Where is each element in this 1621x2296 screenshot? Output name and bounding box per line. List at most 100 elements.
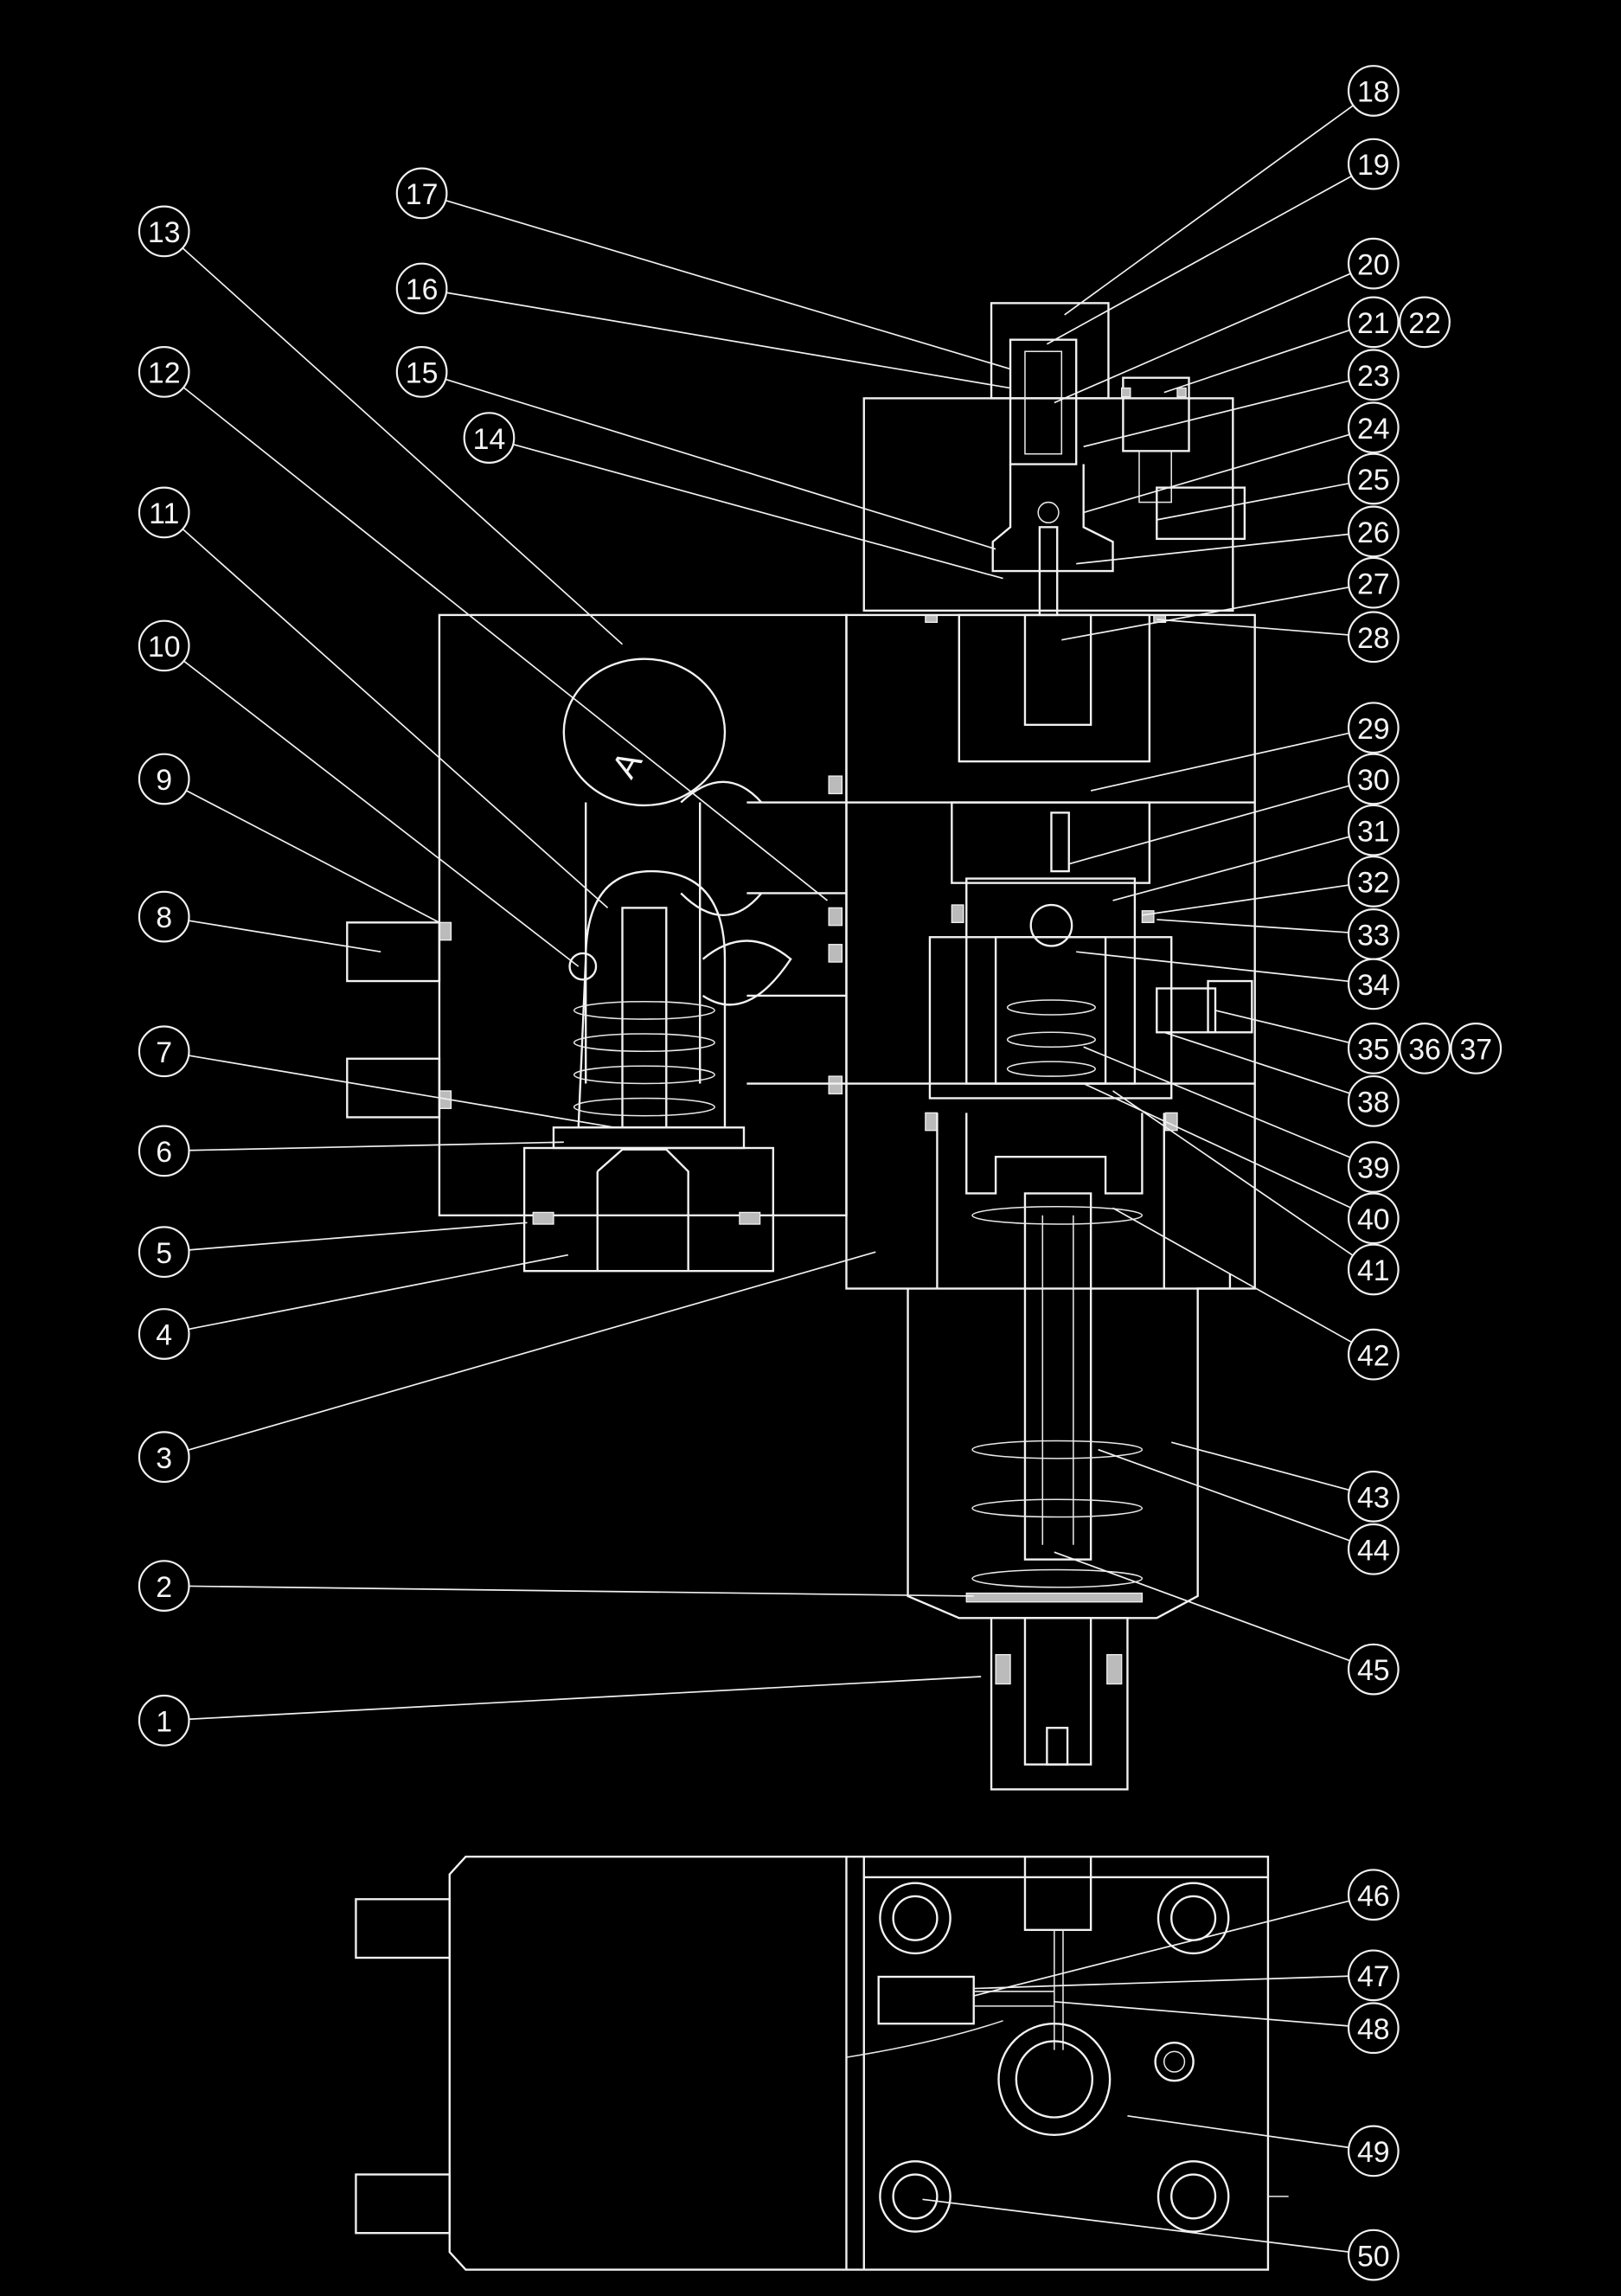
callout-bubble (395, 346, 448, 398)
stud-lower (346, 1057, 441, 1119)
leader-line (1214, 1010, 1350, 1043)
callout-bubble (1347, 2125, 1400, 2177)
callout-number: 27 (1357, 568, 1390, 600)
callout-1: 1 (138, 1676, 982, 1747)
callout-number: 36 (1408, 1034, 1441, 1067)
leader-line (922, 2198, 1349, 2253)
leader-line (1076, 533, 1349, 565)
callout-26: 26 (1076, 505, 1400, 565)
callout-number: 38 (1357, 1087, 1390, 1119)
callout-number: 49 (1357, 2136, 1390, 2169)
leader-line (1083, 380, 1350, 448)
callout-number: 21 (1357, 307, 1390, 340)
callout-33: 33 (1156, 908, 1400, 960)
callout-number: 1 (156, 1706, 172, 1739)
leader-line (1090, 732, 1349, 792)
callout-bubble (1347, 401, 1400, 454)
callout-number: 25 (1357, 464, 1390, 497)
callout-number: 41 (1357, 1254, 1390, 1287)
callout-bubble (1347, 702, 1400, 754)
callout-bubble (1347, 452, 1400, 505)
callout-38: 38 (1163, 1031, 1400, 1127)
callout-bubble (138, 753, 190, 805)
callout-bubble (138, 1226, 190, 1279)
callout-43: 43 (1171, 1441, 1400, 1523)
callout-bubble (1399, 296, 1451, 349)
leader-line (1156, 619, 1349, 636)
callout-32: 32 (1142, 856, 1400, 916)
leader-line (1156, 919, 1349, 933)
leader-line (1083, 1046, 1351, 1158)
callout-number: 5 (156, 1237, 172, 1270)
plan-bolt-holes (879, 1882, 1230, 2233)
leader-line (1054, 2000, 1349, 2027)
leader-line (1068, 785, 1350, 865)
callout-bubble (1347, 505, 1400, 558)
callout-9: 9 (138, 753, 440, 924)
poppet-spring (573, 1000, 715, 1117)
leader-line (188, 1254, 569, 1331)
callout-number: 35 (1357, 1034, 1390, 1067)
callout-bubble (1347, 958, 1400, 1010)
leader-line (1112, 1207, 1353, 1344)
callout-bubble (1347, 1949, 1400, 2002)
callout-bubble (1347, 556, 1400, 609)
callout-number: 30 (1357, 764, 1390, 797)
callout-11: 11 (138, 486, 609, 909)
callout-number: 42 (1357, 1339, 1390, 1372)
valve-assembly: A (346, 302, 1289, 2271)
callout-number: 44 (1357, 1534, 1390, 1567)
pilot-body (862, 397, 1234, 612)
callout-4: 4 (138, 1254, 569, 1360)
leader-line (188, 1251, 876, 1451)
leader-line (973, 1900, 1350, 1997)
callout-number: 15 (406, 357, 439, 390)
callout-bubble (1347, 237, 1400, 290)
callout-number: 4 (156, 1319, 172, 1352)
callout-number: 23 (1357, 360, 1390, 393)
callout-bubble (1347, 753, 1400, 805)
callout-30: 30 (1068, 753, 1400, 865)
callout-number: 26 (1357, 516, 1390, 549)
leader-line (1156, 482, 1349, 521)
lower-cap (522, 1146, 775, 1273)
leader-line (189, 1141, 564, 1151)
leader-line (513, 443, 1003, 580)
plan-main-port (997, 2022, 1112, 2136)
callout-2: 2 (138, 1560, 974, 1612)
callout-31: 31 (1112, 804, 1400, 901)
leader-line (1054, 273, 1351, 404)
check-ball (1029, 903, 1073, 947)
leader-line (1061, 587, 1349, 641)
callout-number: 40 (1357, 1203, 1390, 1236)
callout-bubble (395, 167, 448, 220)
callout-8: 8 (138, 890, 381, 953)
callout-bubble (1347, 1023, 1400, 1074)
callout-bubble (138, 1308, 190, 1360)
callout-number: 32 (1357, 867, 1390, 900)
callout-bubble (1347, 1192, 1400, 1245)
callout-6: 6 (138, 1125, 564, 1177)
main-body-left (438, 613, 848, 1217)
callout-42: 42 (1112, 1207, 1400, 1381)
callout-16: 16 (395, 262, 1011, 389)
leader-line (189, 1676, 982, 1721)
callout-bubble (138, 486, 190, 539)
callout-number: 43 (1357, 1482, 1390, 1515)
callout-44: 44 (1098, 1448, 1400, 1575)
callout-bubble (1399, 1023, 1451, 1074)
callout-bubble (1347, 65, 1400, 117)
callout-bubble (138, 1560, 190, 1612)
callout-bubble (1347, 611, 1400, 664)
callout-number: 47 (1357, 1960, 1390, 1993)
callout-49: 49 (1127, 2114, 1400, 2177)
callout-bubble (138, 205, 190, 258)
leader-line (1046, 175, 1353, 345)
callout-bubble (395, 262, 448, 315)
section-a-circle (562, 657, 727, 807)
callout-number: 48 (1357, 2013, 1390, 2046)
callout-number: 24 (1357, 413, 1390, 446)
callout-number: 8 (156, 901, 172, 934)
